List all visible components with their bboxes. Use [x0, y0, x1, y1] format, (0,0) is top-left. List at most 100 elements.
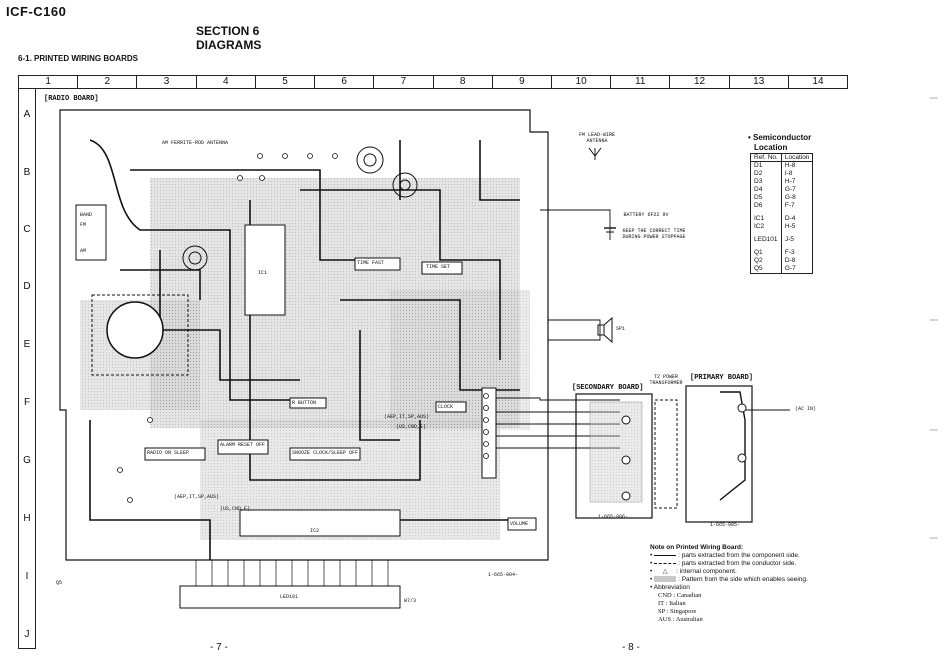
col-label: 7: [374, 76, 434, 88]
abbr-item: IT : Italian: [658, 600, 686, 607]
ref-cell: D3: [750, 178, 782, 186]
loc-cell: D-8: [780, 257, 814, 265]
loc-cell: G-7: [780, 186, 814, 194]
q5-label: Q5: [56, 580, 63, 586]
column-ruler: 1 2 3 4 5 6 7 8 9 10 11 12 13 14: [18, 75, 848, 89]
section-number: SECTION 6: [196, 24, 260, 38]
ref-cell: IC1: [750, 215, 782, 223]
subsection-title: 6-1. PRINTED WIRING BOARDS: [18, 54, 139, 63]
note-item: • △: internal component.: [650, 568, 737, 575]
col-label: 2: [78, 76, 138, 88]
triangle-icon: △: [662, 568, 668, 575]
row-label: E: [23, 339, 31, 350]
row-label: D: [23, 281, 31, 292]
region-b-label: (US,CND,E): [220, 506, 251, 512]
row-label: A: [23, 109, 31, 120]
col-label: 5: [256, 76, 316, 88]
snooze-label: SNOOZE CLOCK/SLEEP OFF: [292, 450, 359, 456]
table-gap: [750, 231, 814, 236]
radio-board: [59, 109, 549, 609]
ac-in-label: (AC IN): [795, 406, 817, 412]
battery-label: BATTERY 6F22 9V: [623, 212, 669, 218]
alarm-reset-label: ALARM RESET OFF: [220, 442, 266, 448]
loc-cell: D-4: [780, 215, 814, 223]
ref-cell: D6: [750, 202, 782, 210]
col-label: 13: [730, 76, 789, 88]
band-label: BAND: [80, 212, 93, 218]
col-label: 10: [552, 76, 612, 88]
region-a-label: (AEP,IT,SP,AUS): [174, 494, 220, 500]
note-item: • : Pattern from the side which enables …: [650, 576, 808, 583]
model-number: ICF-C160: [6, 4, 67, 19]
region-a2-label: (AEP,IT,SP,AUS): [384, 414, 430, 420]
r-button-label: R BUTTON: [292, 400, 317, 406]
abbr-item: AUS : Australian: [658, 616, 703, 623]
table-gap: [750, 244, 814, 249]
semiconductor-title-line1: • Semiconductor: [748, 133, 812, 142]
loc-cell: H-7: [780, 178, 814, 186]
loc-cell: I-8: [780, 170, 814, 178]
col-label: 12: [670, 76, 730, 88]
fm-label: FM: [80, 222, 87, 228]
col-label: 4: [197, 76, 256, 88]
volume-label: VOLUME: [510, 521, 529, 527]
note-text: : parts extracted from the component sid…: [678, 552, 800, 559]
page-number-left: - 7 -: [210, 642, 228, 653]
col-label: 11: [611, 76, 671, 88]
ref-cell: D1: [750, 161, 782, 170]
battery-note: KEEP THE CORRECT TIME DURING POWER STOPP…: [622, 228, 686, 240]
led-label: LED101: [280, 594, 299, 600]
note-text: : internal component.: [676, 568, 737, 575]
col-label: 6: [315, 76, 375, 88]
row-label: G: [23, 455, 31, 466]
ref-cell: D4: [750, 186, 782, 194]
abbr-list: CND : Canadian IT : Italian SP : Singapo…: [650, 592, 808, 624]
table-gap: [750, 210, 814, 215]
note-item: • Abbreviation: [650, 584, 690, 591]
row-label: B: [23, 167, 31, 178]
ref-cell: LED101: [750, 236, 782, 244]
page-number-right: - 8 -: [622, 642, 640, 653]
col-header-loc: Location: [780, 153, 814, 162]
col-label: 9: [493, 76, 552, 88]
w7-label: W7/3: [404, 598, 417, 604]
loc-cell: F-3: [780, 249, 814, 257]
col-label: 14: [812, 76, 824, 87]
ic1-label: IC1: [258, 270, 268, 276]
transformer-label: T2 POWER TRANSFORMER: [649, 374, 683, 386]
row-ruler: A B C D E F G H I J: [18, 89, 36, 649]
row-label: I: [25, 571, 29, 582]
ref-cell: Q5: [750, 265, 782, 274]
radio-on-label: RADIO ON SLEEP: [147, 450, 190, 456]
pattern-swatch: [654, 576, 677, 583]
pwb-note: Note on Printed Wiring Board: • : parts …: [650, 544, 808, 624]
ic2-label: IC2: [310, 528, 320, 534]
section-name: DIAGRAMS: [196, 38, 262, 52]
col-label: 1: [19, 76, 79, 88]
abbr-item: SP : Singapore: [658, 608, 697, 615]
note-text: : parts extracted from the conductor sid…: [678, 560, 797, 567]
note-text: : Pattern from the side which enables se…: [678, 576, 808, 583]
secondary-board-label: [SECONDARY BOARD]: [572, 384, 644, 392]
conductor-side-symbol: [654, 562, 677, 564]
semiconductor-title-line2: Location: [754, 143, 788, 152]
time-set-label: TIME SET: [426, 264, 451, 270]
loc-cell: J-5: [780, 236, 814, 244]
note-title: Note on Printed Wiring Board:: [650, 544, 744, 551]
primary-board: [685, 385, 753, 523]
primary-board-number: 1-665-905-: [710, 522, 741, 528]
col-label: 8: [434, 76, 493, 88]
radio-board-number: 1-665-904-: [488, 572, 519, 578]
am-antenna-label: AM FERRITE-ROD ANTENNA: [161, 140, 228, 146]
col-header-ref: Ref. No.: [750, 153, 782, 162]
row-label: F: [23, 397, 31, 408]
clock-label: CLOCK: [438, 404, 454, 410]
